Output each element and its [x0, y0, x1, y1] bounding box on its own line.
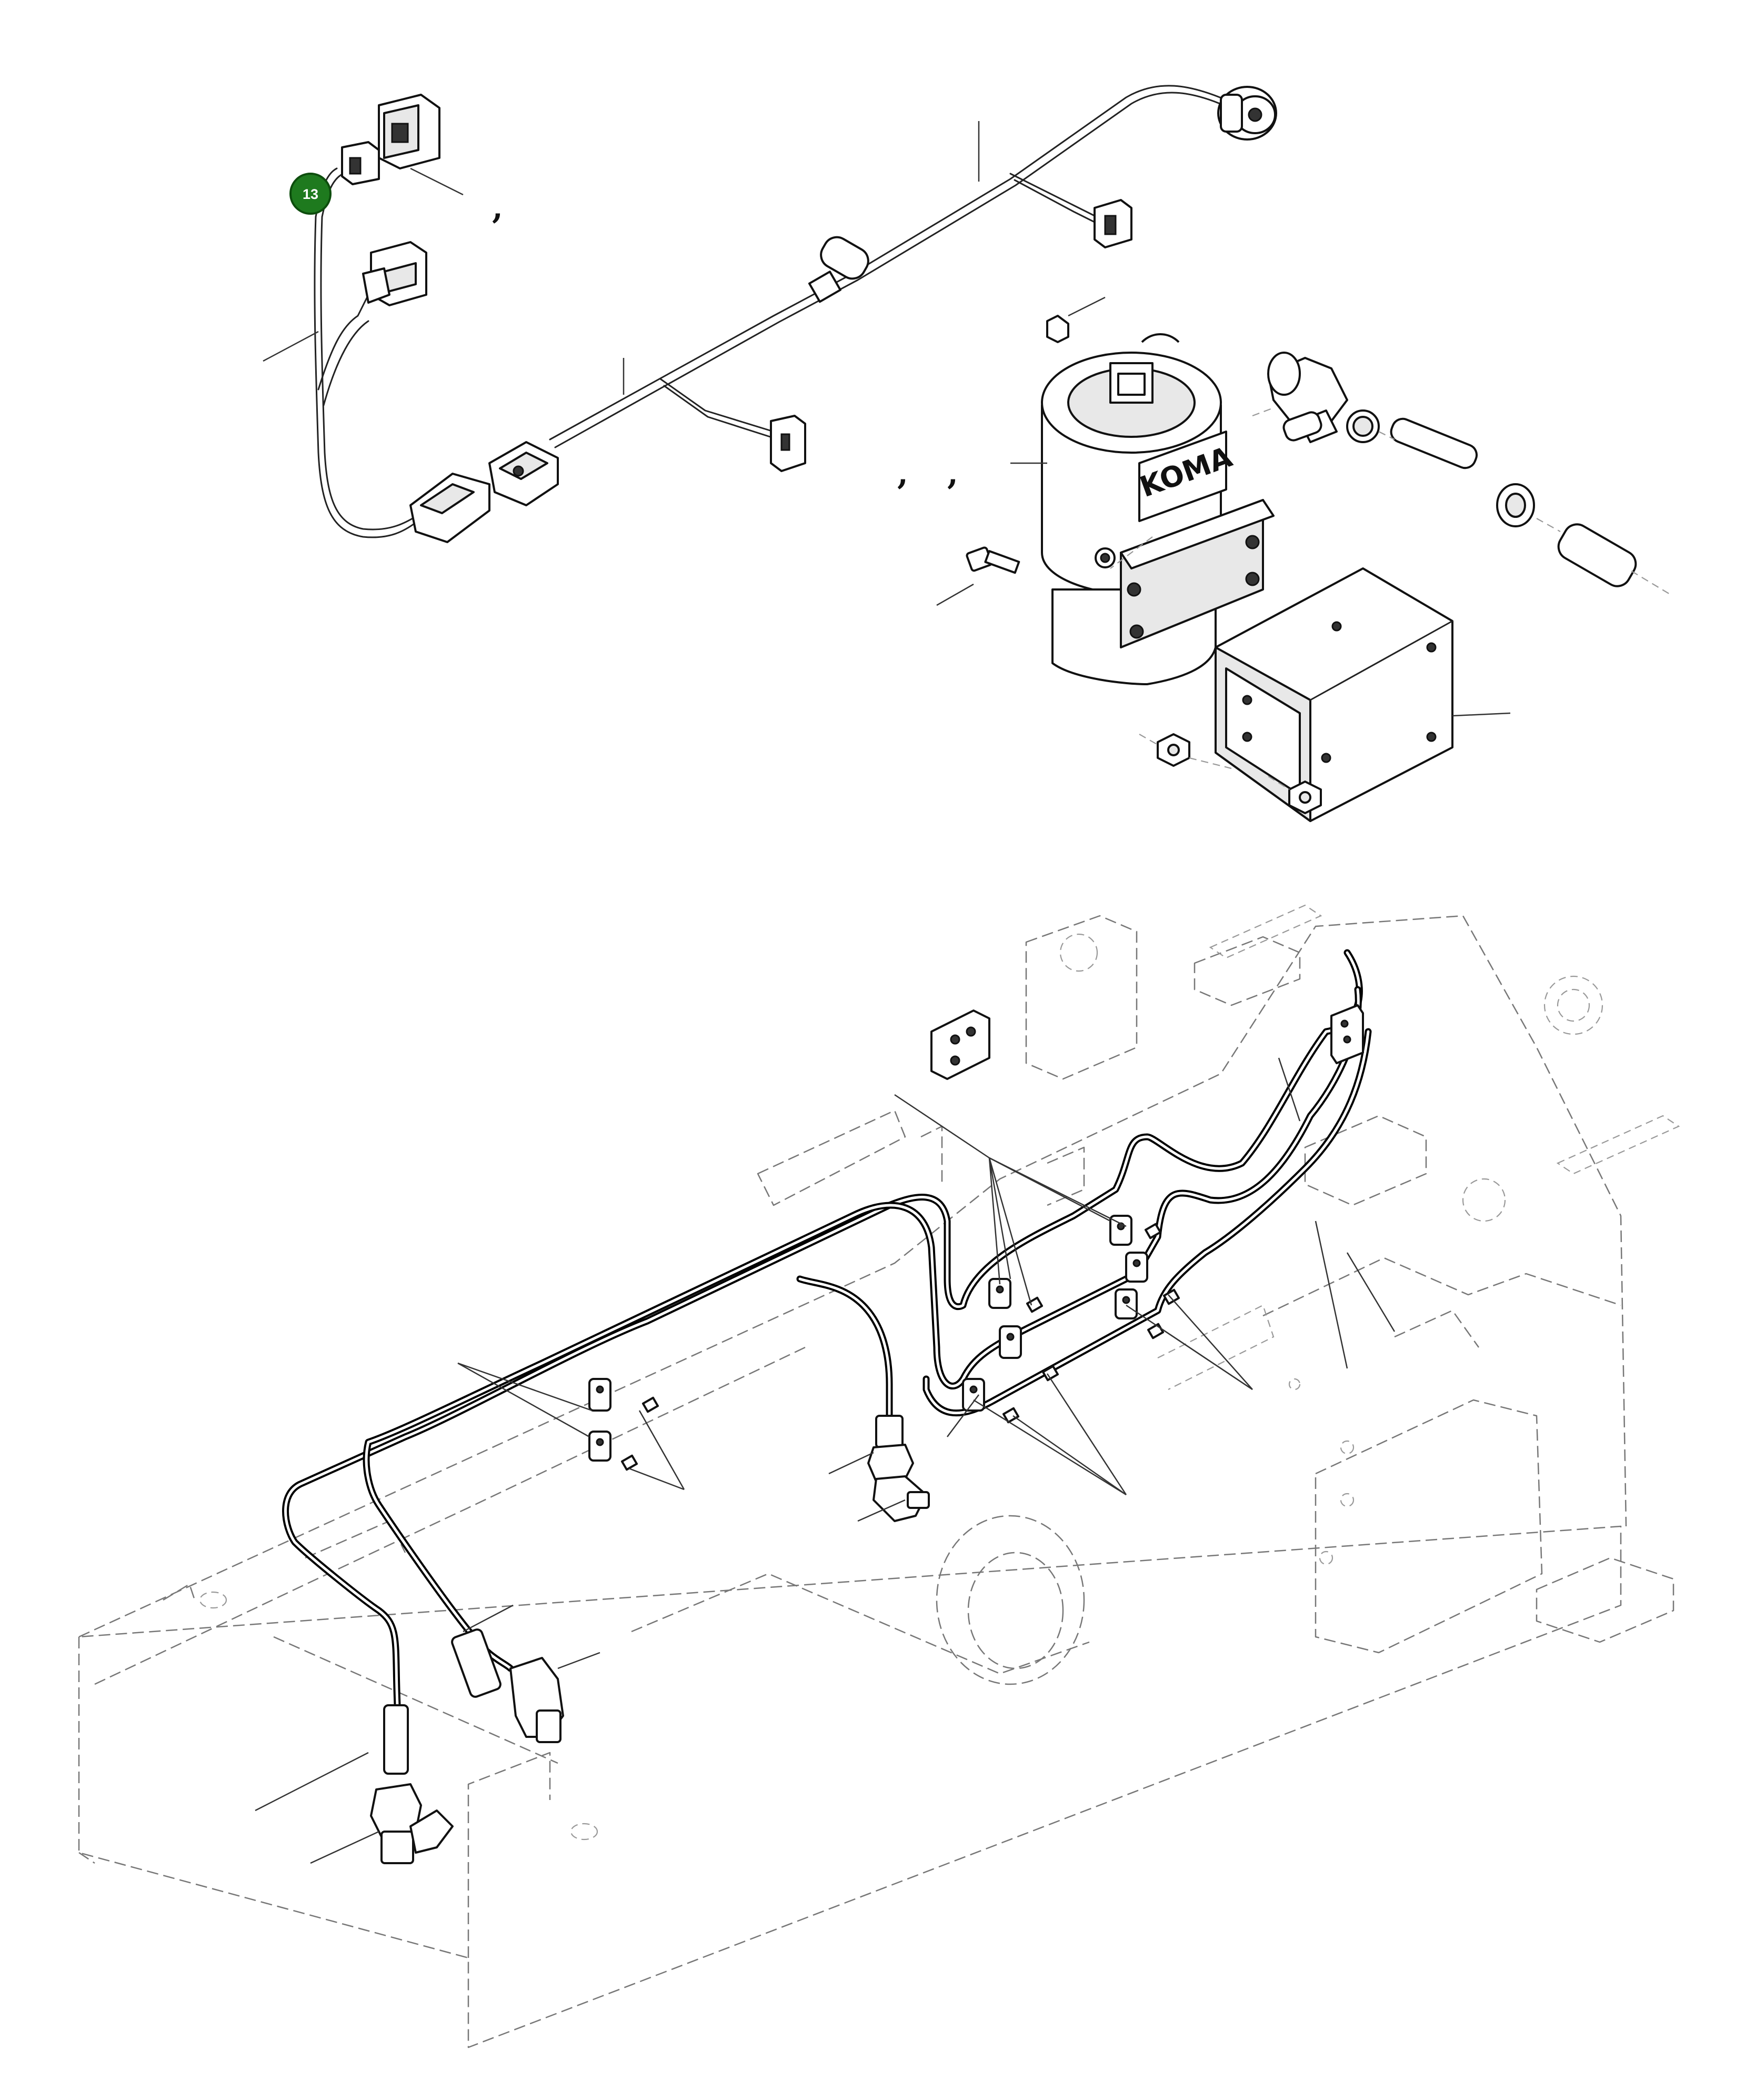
hose-fitting-center — [828, 1415, 930, 1522]
screw-icon — [1041, 1365, 1059, 1382]
screw-icon — [620, 1454, 638, 1471]
screw-icon — [1144, 1223, 1162, 1239]
separator-comma-2: , — [897, 455, 908, 492]
screw-icon — [1026, 1296, 1044, 1313]
connector-small-top — [341, 141, 380, 185]
clamp-icon — [962, 1378, 985, 1412]
screw-icon — [1147, 1323, 1165, 1339]
clamp-icon — [1125, 1252, 1148, 1283]
separator-comma-1: , — [492, 189, 503, 226]
callout-badge[interactable]: 13 — [289, 173, 332, 215]
nut-icon — [1157, 733, 1190, 767]
fittings-right — [1252, 352, 1671, 595]
clamp-icon — [1109, 1215, 1132, 1246]
connector-round-end — [1217, 86, 1277, 141]
hose-fitting-lower-mid — [451, 1604, 600, 1743]
connector-side-branch — [770, 415, 806, 472]
frame-brackets — [930, 1004, 1364, 1080]
clamp-icon — [588, 1431, 611, 1462]
leader-lines — [457, 1057, 1396, 1496]
separator-comma-3: , — [947, 455, 958, 492]
nut-icon-2 — [1288, 781, 1322, 814]
clamp-icon — [588, 1378, 611, 1412]
connector-middle-left — [362, 241, 427, 306]
clamp-icon — [1115, 1288, 1138, 1319]
screw-icon — [1002, 1407, 1020, 1424]
connector-bottom-pair — [409, 441, 559, 543]
motor-assembly: KOMA — [936, 296, 1275, 685]
callout-badge-label: 13 — [303, 186, 318, 202]
connector-top-relay — [378, 94, 440, 169]
mounting-bracket — [1139, 567, 1511, 822]
hydraulic-hoses — [282, 949, 1372, 1709]
clamp-icon — [999, 1325, 1022, 1359]
hose-fitting-lower-left — [255, 1704, 454, 1864]
connector-mid-harness — [808, 236, 869, 303]
bolt-icon — [966, 546, 1020, 574]
wiring-harness — [263, 85, 1277, 543]
small-fitting-top — [1046, 315, 1069, 343]
hose-clamps — [588, 1215, 1180, 1471]
connector-right-branch — [1094, 199, 1132, 248]
screw-icon — [641, 1396, 659, 1413]
